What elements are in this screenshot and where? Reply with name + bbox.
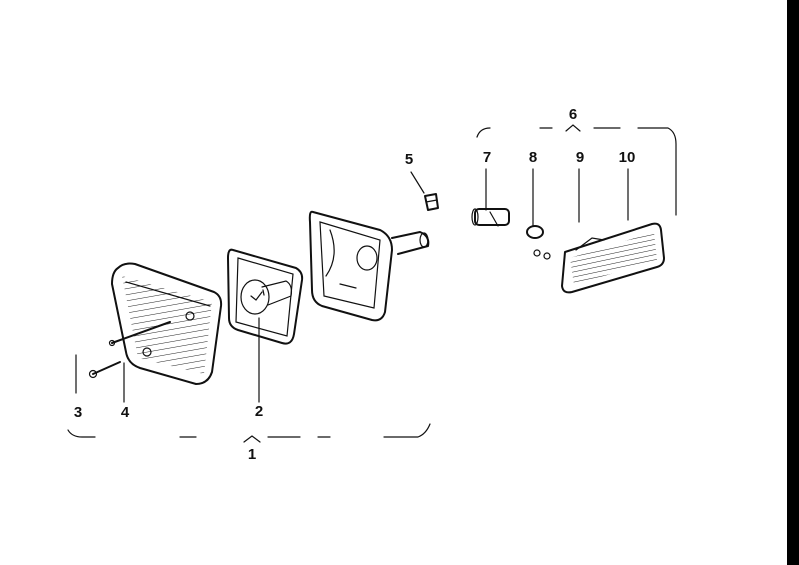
callout-9: 9: [576, 149, 584, 166]
callout-4: 4: [121, 404, 130, 421]
screw-part: [88, 361, 121, 379]
group-bracket-1: [67, 423, 431, 443]
group-bracket-6: [476, 124, 677, 216]
callout-3: 3: [74, 404, 82, 421]
callout-6: 6: [569, 106, 577, 123]
callout-5: 5: [405, 151, 413, 168]
leader-lines: [75, 168, 629, 403]
callout-7: 7: [483, 149, 491, 166]
bulb-socket-part: [471, 208, 510, 227]
callout-1: 1: [248, 446, 256, 463]
page-edge-bar: [787, 0, 799, 565]
lens-part: [111, 262, 223, 385]
housing-part: [308, 210, 430, 322]
long-screw: [111, 321, 171, 344]
small-bulb-part: [526, 225, 551, 260]
clip-part: [424, 193, 439, 211]
marker-lamp-part: [561, 222, 665, 294]
gasket-part: [227, 248, 304, 345]
callout-8: 8: [529, 149, 537, 166]
callout-2: 2: [255, 403, 263, 420]
callout-10: 10: [619, 149, 636, 166]
